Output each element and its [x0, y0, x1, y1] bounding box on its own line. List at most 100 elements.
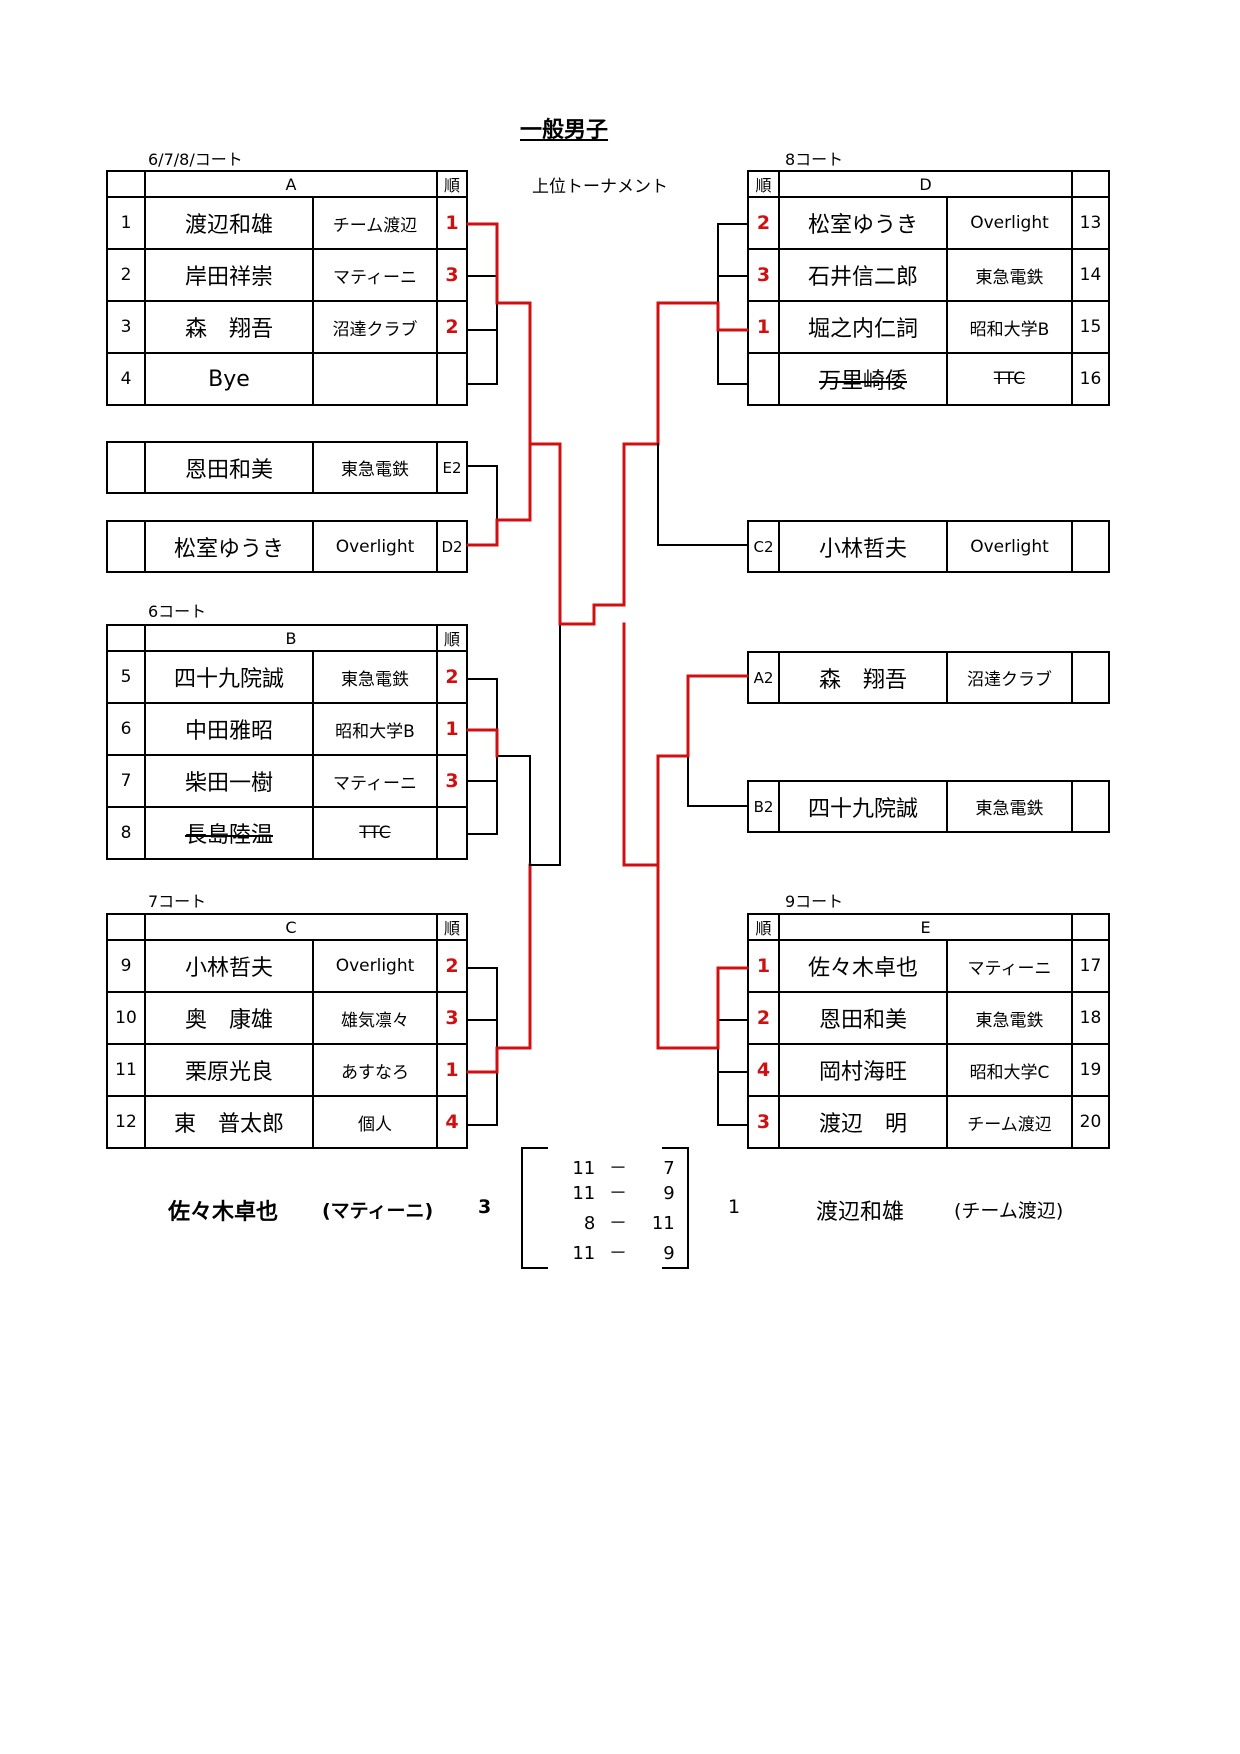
bracket-line-winner [592, 301, 749, 607]
player-name: 森 翔吾 [778, 651, 948, 704]
player-number: 17 [1071, 939, 1110, 993]
group-e-header: E [778, 913, 1073, 941]
player-name: 堀之内仁詞 [778, 300, 948, 354]
player-rank: 1 [436, 1043, 468, 1097]
player-rank: 2 [747, 991, 780, 1045]
player-team: チーム渡辺 [312, 196, 438, 250]
player-rank: 3 [747, 1095, 780, 1149]
player-name: 岸田祥崇 [144, 248, 314, 302]
game-score-right: 7 [663, 1158, 675, 1179]
player-name: 佐々木卓也 [778, 939, 948, 993]
score-bracket-right [662, 1147, 689, 1269]
score-box [521, 1147, 689, 1269]
player-rank: 4 [747, 1043, 780, 1097]
player-name: 中田雅昭 [144, 702, 314, 756]
player-name: 四十九院誠 [144, 650, 314, 704]
player-name: 柴田一樹 [144, 754, 314, 808]
player-rank: 4 [436, 1095, 468, 1149]
player-name: 恩田和美 [778, 991, 948, 1045]
player-number: 10 [106, 991, 146, 1045]
bracket-line-winner [622, 622, 749, 867]
game-score-2: 11 － 9 [540, 1179, 690, 1205]
player-number: 9 [106, 939, 146, 993]
page-title: 一般男子 [520, 118, 609, 143]
player-number: 7 [106, 754, 146, 808]
player-number: 15 [1071, 300, 1110, 354]
bracket-line-winner [466, 442, 562, 626]
player-rank: 1 [747, 300, 780, 354]
seed-label: C2 [747, 520, 780, 573]
player-name: 岡村海旺 [778, 1043, 948, 1097]
player-name: 四十九院誠 [778, 780, 948, 833]
player-name: 恩田和美 [144, 441, 314, 494]
player-rank [436, 806, 468, 860]
court-label-e: 9コート [785, 892, 844, 911]
player-team: Overlight [312, 939, 438, 993]
player-team [312, 352, 438, 406]
bracket-line [657, 443, 748, 546]
player-name: 渡辺和雄 [144, 196, 314, 250]
player-name: 渡辺 明 [778, 1095, 948, 1149]
player-rank: 2 [436, 300, 468, 354]
player-team: 雄気凛々 [312, 991, 438, 1045]
player-team: チーム渡辺 [946, 1095, 1073, 1149]
player-team: Overlight [312, 520, 438, 573]
player-team: 東急電鉄 [312, 441, 438, 494]
group-c-header: C [144, 913, 438, 941]
game-score-dash: － [609, 1158, 627, 1179]
game-score-right: 9 [663, 1243, 675, 1264]
player-team: 昭和大学B [946, 300, 1073, 354]
final-loser-games: 1 [728, 1196, 741, 1218]
bracket-line-winner [466, 863, 532, 1074]
final-winner-team: (マティーニ) [322, 1200, 434, 1222]
player-rank: 3 [436, 248, 468, 302]
game-score-left: 8 [583, 1213, 596, 1234]
rank-header: 順 [747, 913, 780, 941]
bracket-line-winner [466, 222, 532, 446]
player-rank: 3 [747, 248, 780, 302]
rank-header: 順 [436, 624, 468, 652]
player-rank: 2 [436, 650, 468, 704]
court-label-d: 8コート [785, 150, 844, 169]
bracket-line-winner [466, 728, 499, 758]
player-name: 長島陸温 [144, 806, 314, 860]
player-team: TTC [946, 352, 1073, 406]
player-team: 東急電鉄 [312, 650, 438, 704]
player-number: 6 [106, 702, 146, 756]
player-name: 松室ゆうき [144, 520, 314, 573]
player-team: 東急電鉄 [946, 780, 1073, 833]
player-team: 沼達クラブ [312, 300, 438, 354]
score-bracket-left [521, 1147, 548, 1269]
bracket-line-winner [558, 603, 596, 626]
court-label-a: 6/7/8/コート [148, 150, 243, 169]
bracket-group-a [467, 275, 498, 385]
bracket-line [657, 755, 748, 807]
rank-header: 順 [436, 913, 468, 941]
player-number: 16 [1071, 352, 1110, 406]
player-name: 東 普太郎 [144, 1095, 314, 1149]
player-team: 沼達クラブ [946, 651, 1073, 704]
player-rank [747, 352, 780, 406]
player-team: Overlight [946, 520, 1073, 573]
game-score-right: 9 [663, 1183, 675, 1204]
final-winner-games: 3 [478, 1196, 492, 1218]
player-name: 小林哲夫 [778, 520, 948, 573]
seed-label: E2 [436, 441, 468, 494]
rank-header: 順 [436, 170, 468, 198]
group-d-header: D [778, 170, 1073, 198]
player-number: 12 [106, 1095, 146, 1149]
